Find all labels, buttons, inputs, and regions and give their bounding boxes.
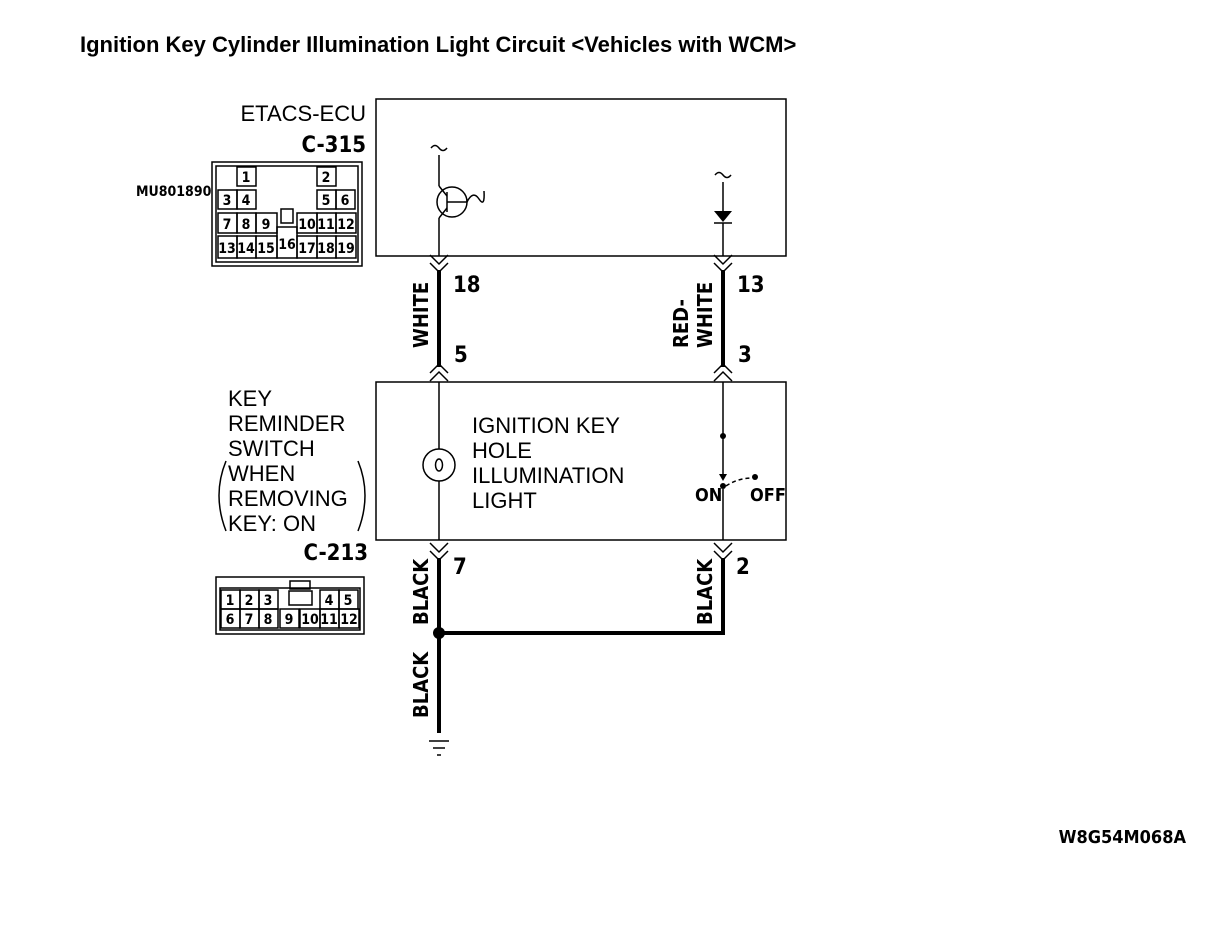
- c213-pin-4: 4: [325, 593, 334, 609]
- paren-left: [218, 460, 227, 532]
- c213-pin-8: 8: [264, 612, 273, 628]
- connector-chevron-sw-5: [429, 362, 449, 382]
- pin-3-label: 3: [738, 343, 752, 368]
- c213-pin-1: 1: [226, 593, 235, 609]
- c315-pin-1: 1: [242, 170, 251, 186]
- etacs-connector-label: C-315: [301, 133, 366, 158]
- switch-label-switch: SWITCH: [228, 436, 315, 461]
- c315-pin-8: 8: [242, 217, 251, 233]
- figure-code: W8G54M068A: [1059, 827, 1187, 848]
- light-bulb-icon: [422, 448, 456, 482]
- c213-pin-11: 11: [320, 612, 338, 628]
- connector-chevron-sw-7: [429, 542, 449, 562]
- c213-pin-6: 6: [226, 612, 235, 628]
- switch-connector-label: C-213: [303, 541, 368, 566]
- c213-pin-12: 12: [340, 612, 358, 628]
- c315-pin-18: 18: [317, 241, 335, 257]
- connector-chevron-ecu-18: [429, 254, 449, 274]
- wire-label-black-ground: BLACK: [409, 651, 433, 718]
- c315-pin-10: 10: [298, 217, 316, 233]
- c213-pin-7: 7: [245, 612, 254, 628]
- switch-contact-symbol: [719, 382, 758, 540]
- connector-chevron-sw-2: [713, 542, 733, 562]
- c315-pin-5: 5: [322, 193, 331, 209]
- c213-pin-2: 2: [245, 593, 254, 609]
- wire-label-black-left: BLACK: [409, 558, 433, 625]
- light-label-line2: HOLE: [472, 438, 532, 463]
- part-number-label: MU801890: [136, 184, 212, 200]
- etacs-ecu-label: ETACS-ECU: [241, 101, 367, 126]
- light-label-line1: IGNITION KEY: [472, 413, 620, 438]
- pin-13-label: 13: [737, 273, 765, 298]
- c315-pin-19: 19: [337, 241, 355, 257]
- switch-label-removing: REMOVING: [228, 486, 348, 511]
- c315-pin-17: 17: [298, 241, 316, 257]
- switch-label-key: KEY: [228, 386, 272, 411]
- wire-label-red: RED-: [669, 299, 693, 348]
- key-reminder-switch-box: [375, 381, 787, 541]
- paren-right: [357, 460, 366, 532]
- wire-label-red-white: WHITE: [693, 282, 717, 348]
- c315-pin-14: 14: [237, 241, 255, 257]
- switch-state-on: ON: [695, 485, 722, 506]
- light-label-line4: LIGHT: [472, 488, 537, 513]
- transistor-symbol: [430, 144, 485, 256]
- c315-pin-11: 11: [317, 217, 335, 233]
- connector-chevron-ecu-13: [713, 254, 733, 274]
- c315-pin-3: 3: [223, 193, 232, 209]
- c315-pin-13: 13: [218, 241, 236, 257]
- connector-c213-face: 1 2 3 4 5 6 7 8 9 10 11 12: [215, 576, 365, 635]
- ground-icon: [429, 740, 449, 756]
- switch-state-off: OFF: [750, 485, 786, 506]
- pin-2-label: 2: [736, 555, 750, 580]
- c315-pin-6: 6: [341, 193, 350, 209]
- pin-5-label: 5: [454, 343, 468, 368]
- c315-pin-15: 15: [257, 241, 275, 257]
- c213-pin-3: 3: [264, 593, 273, 609]
- switch-label-reminder: REMINDER: [228, 411, 345, 436]
- etacs-ecu-box: [375, 98, 787, 257]
- c315-pin-4: 4: [242, 193, 251, 209]
- light-label-line3: ILLUMINATION: [472, 463, 624, 488]
- pin-7-label: 7: [453, 555, 467, 580]
- c315-pin-9: 9: [262, 217, 271, 233]
- wire-label-white: WHITE: [409, 282, 433, 348]
- c315-pin-7: 7: [223, 217, 232, 233]
- c315-pin-2: 2: [322, 170, 331, 186]
- switch-label-when: WHEN: [228, 461, 295, 486]
- diagram-title: Ignition Key Cylinder Illumination Light…: [80, 32, 796, 57]
- pin-18-label: 18: [453, 273, 481, 298]
- switch-label-key-on: KEY: ON: [228, 511, 316, 536]
- connector-chevron-sw-3: [713, 362, 733, 382]
- c213-pin-9: 9: [285, 612, 294, 628]
- c213-pin-10: 10: [301, 612, 319, 628]
- wire-label-black-right: BLACK: [693, 558, 717, 625]
- c315-pin-16: 16: [278, 237, 296, 253]
- c315-pin-12: 12: [337, 217, 355, 233]
- connector-c315-face: 1 2 3 4 5 6 7 8 9 10 11 12 13 14 15 16 1…: [211, 161, 363, 267]
- diode-symbol: [714, 171, 732, 256]
- c213-pin-5: 5: [344, 593, 353, 609]
